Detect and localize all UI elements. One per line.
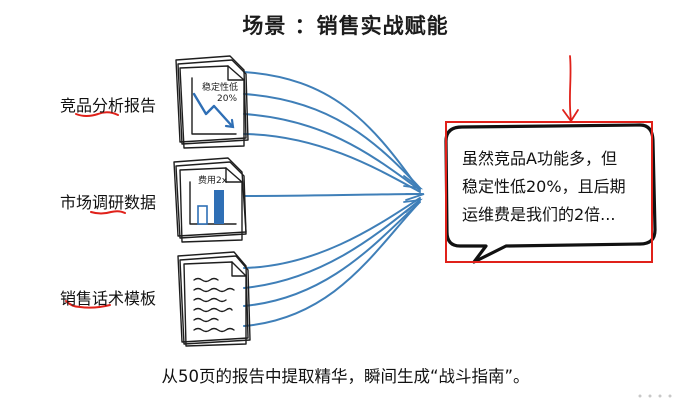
flow-arrow bbox=[243, 193, 423, 197]
bubble-line: 稳定性低20%，且后期 bbox=[462, 177, 626, 196]
document-stack-script bbox=[177, 251, 251, 347]
competitor-doc-text-2: 20% bbox=[217, 94, 237, 104]
bubble-line: 运维费是我们的2倍... bbox=[462, 205, 616, 224]
text-lines-icon bbox=[193, 277, 235, 333]
underline-market bbox=[90, 210, 126, 215]
trend-chart-icon bbox=[191, 77, 237, 135]
underline-competitor bbox=[75, 111, 119, 117]
flow-arrow bbox=[243, 93, 421, 189]
source-label-market: 市场调研数据 bbox=[60, 193, 157, 212]
bubble-text: 虽然竞品A功能多，但 稳定性低20%，且后期 运维费是我们的2倍... bbox=[462, 145, 647, 229]
bubble-line: 虽然竞品A功能多，但 bbox=[462, 149, 617, 168]
highlight-box bbox=[445, 121, 653, 263]
arrow-heads bbox=[403, 175, 425, 213]
flow-arrow bbox=[243, 133, 421, 193]
page-title: 场景 ：销售实战赋能 bbox=[242, 14, 449, 38]
caption: 从50页的报告中提取精华，瞬间生成“战斗指南”。 bbox=[161, 367, 530, 386]
competitor-doc-text-1: 稳定性低 bbox=[202, 81, 238, 93]
label-underlines bbox=[65, 111, 126, 309]
flow-arrow bbox=[243, 199, 421, 289]
flow-arrow bbox=[243, 71, 419, 189]
source-label-competitor: 竞品分析报告 bbox=[60, 96, 157, 115]
flow-arrow bbox=[243, 197, 421, 269]
bar-chart-icon bbox=[189, 181, 237, 225]
flow-arrow bbox=[243, 113, 421, 191]
document-stack-market bbox=[173, 157, 247, 243]
flow-arrows bbox=[243, 71, 423, 327]
flow-arrow bbox=[243, 203, 419, 327]
decorative-dots bbox=[638, 394, 672, 398]
underline-script bbox=[65, 300, 111, 309]
flow-arrow bbox=[243, 201, 421, 307]
market-doc-text: 费用2x bbox=[198, 174, 228, 186]
source-label-script: 销售话术模板 bbox=[60, 289, 157, 308]
document-stack-competitor bbox=[175, 55, 249, 149]
red-pointer-arrow bbox=[562, 55, 579, 123]
